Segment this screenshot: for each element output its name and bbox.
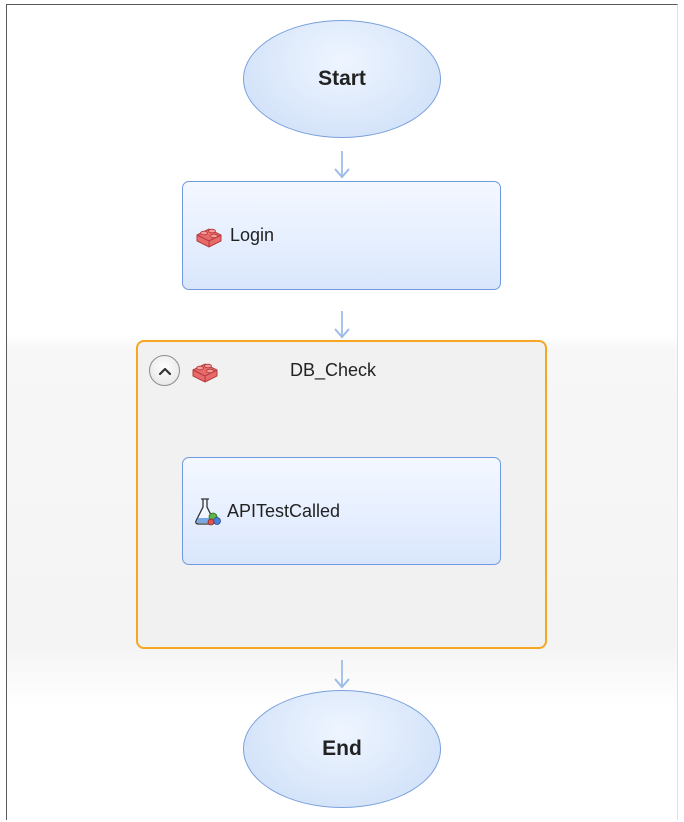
component-block-icon <box>194 223 224 249</box>
chevron-up-icon <box>158 367 171 375</box>
login-label: Login <box>230 225 275 245</box>
end-label: End <box>322 737 362 760</box>
start-node[interactable]: Start <box>243 20 441 138</box>
connector-group-end <box>334 660 350 689</box>
end-node[interactable]: End <box>243 690 441 808</box>
connector-login-group <box>334 311 350 339</box>
login-step[interactable]: Login <box>182 181 501 290</box>
connector-start-login <box>334 151 350 179</box>
apitestcalled-label: APITestCalled <box>227 500 341 521</box>
component-block-icon <box>190 358 220 384</box>
apitestcalled-step[interactable]: APITestCalled <box>182 457 501 565</box>
start-label: Start <box>318 67 366 90</box>
group-title: DB_Check <box>290 360 377 380</box>
api-test-flask-icon <box>193 496 221 526</box>
collapse-group-button[interactable] <box>149 355 180 386</box>
